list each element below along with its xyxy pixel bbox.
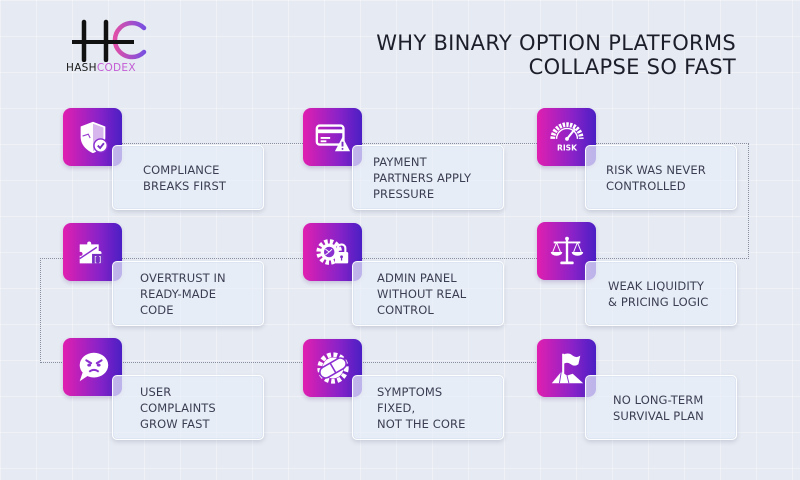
step-1-line: BREAKS FIRST	[143, 178, 227, 193]
brand-name-part1: HASH	[66, 62, 97, 74]
step-9-line: NO LONG-TERM	[613, 392, 704, 407]
step-4-text: OVERTRUST IN READY-MADE CODE	[140, 270, 226, 318]
step-1-text: COMPLIANCE BREAKS FIRST	[143, 162, 226, 194]
step-4-line: CODE	[140, 302, 174, 317]
step-8-line: FIXED,	[377, 400, 416, 415]
step-4-card: OVERTRUST IN READY-MADE CODE	[112, 261, 264, 326]
step-6-line: WEAK LIQUIDITY	[608, 278, 705, 293]
step-5-card: ADMIN PANEL WITHOUT REAL CONTROL	[352, 261, 504, 326]
step-9-card: NO LONG-TERM SURVIVAL PLAN	[585, 375, 737, 440]
step-5-line: ADMIN PANEL	[377, 270, 457, 285]
step-3-line: RISK WAS NEVER	[606, 162, 706, 177]
title-line-1: WHY BINARY OPTION PLATFORMS	[376, 31, 736, 55]
step-3-line: CONTROLLED	[606, 178, 686, 193]
step-2-line: PARTNERS APPLY	[373, 170, 472, 185]
step-6-card: WEAK LIQUIDITY & PRICING LOGIC	[585, 261, 737, 326]
step-6-line: & PRICING LOGIC	[608, 294, 709, 309]
scales-icon	[550, 236, 583, 265]
gear-bandage-icon	[316, 352, 349, 384]
step-5-text: ADMIN PANEL WITHOUT REAL CONTROL	[377, 270, 466, 318]
step-5-line: WITHOUT REAL	[377, 286, 467, 301]
brand-name: HASHCODEX	[66, 62, 136, 74]
step-8-line: SYMPTOMS	[377, 384, 443, 399]
step-4-line: READY-MADE	[140, 286, 217, 301]
step-1-card: COMPLIANCE BREAKS FIRST	[112, 145, 264, 210]
step-2-text: PAYMENT PARTNERS APPLY PRESSURE	[373, 154, 471, 202]
angry-chat-icon	[79, 352, 108, 382]
step-8-card: SYMPTOMS FIXED, NOT THE CORE	[352, 375, 504, 440]
hc-logo-mark-icon	[72, 19, 147, 62]
connector-row2	[40, 258, 749, 363]
step-2-card: PAYMENT PARTNERS APPLY PRESSURE	[352, 145, 504, 210]
step-3-card: RISK WAS NEVER CONTROLLED	[585, 145, 737, 210]
step-8-text: SYMPTOMS FIXED, NOT THE CORE	[377, 384, 465, 432]
step-7-line: USER	[140, 384, 172, 399]
connector-row1	[122, 143, 749, 259]
flag-mountain-icon	[551, 353, 583, 384]
risk-gauge-icon: RISK	[549, 122, 584, 152]
shield-check-icon	[80, 121, 108, 154]
step-1-icon-tile	[63, 108, 122, 166]
hashcodex-logo: HASHCODEX	[62, 18, 162, 78]
gear-lock-icon	[315, 239, 348, 265]
step-8-line: NOT THE CORE	[377, 416, 466, 431]
step-6-text: WEAK LIQUIDITY & PRICING LOGIC	[608, 278, 708, 310]
puzzle-code-icon: []	[78, 241, 103, 264]
svg-text:[]: []	[93, 255, 102, 264]
step-2-line: PRESSURE	[373, 186, 435, 201]
step-7-line: GROW FAST	[140, 416, 210, 431]
step-4-line: OVERTRUST IN	[140, 270, 226, 285]
page-title: WHY BINARY OPTION PLATFORMS COLLAPSE SO …	[376, 31, 736, 79]
title-line-2: COLLAPSE SO FAST	[528, 55, 736, 79]
card-warning-icon	[315, 124, 350, 152]
step-7-card: USER COMPLAINTS GROW FAST	[112, 375, 264, 440]
step-7-text: USER COMPLAINTS GROW FAST	[140, 384, 216, 432]
step-9-text: NO LONG-TERM SURVIVAL PLAN	[613, 392, 704, 424]
step-5-line: CONTROL	[377, 302, 434, 317]
step-7-line: COMPLAINTS	[140, 400, 216, 415]
step-3-text: RISK WAS NEVER CONTROLLED	[606, 162, 706, 194]
brand-name-part2: CODEX	[96, 62, 136, 74]
step-1-line: COMPLIANCE	[143, 162, 220, 177]
connector-row3	[40, 362, 540, 363]
step-9-line: SURVIVAL PLAN	[613, 408, 704, 423]
step-2-line: PAYMENT	[373, 154, 427, 169]
risk-icon-label: RISK	[556, 143, 577, 152]
